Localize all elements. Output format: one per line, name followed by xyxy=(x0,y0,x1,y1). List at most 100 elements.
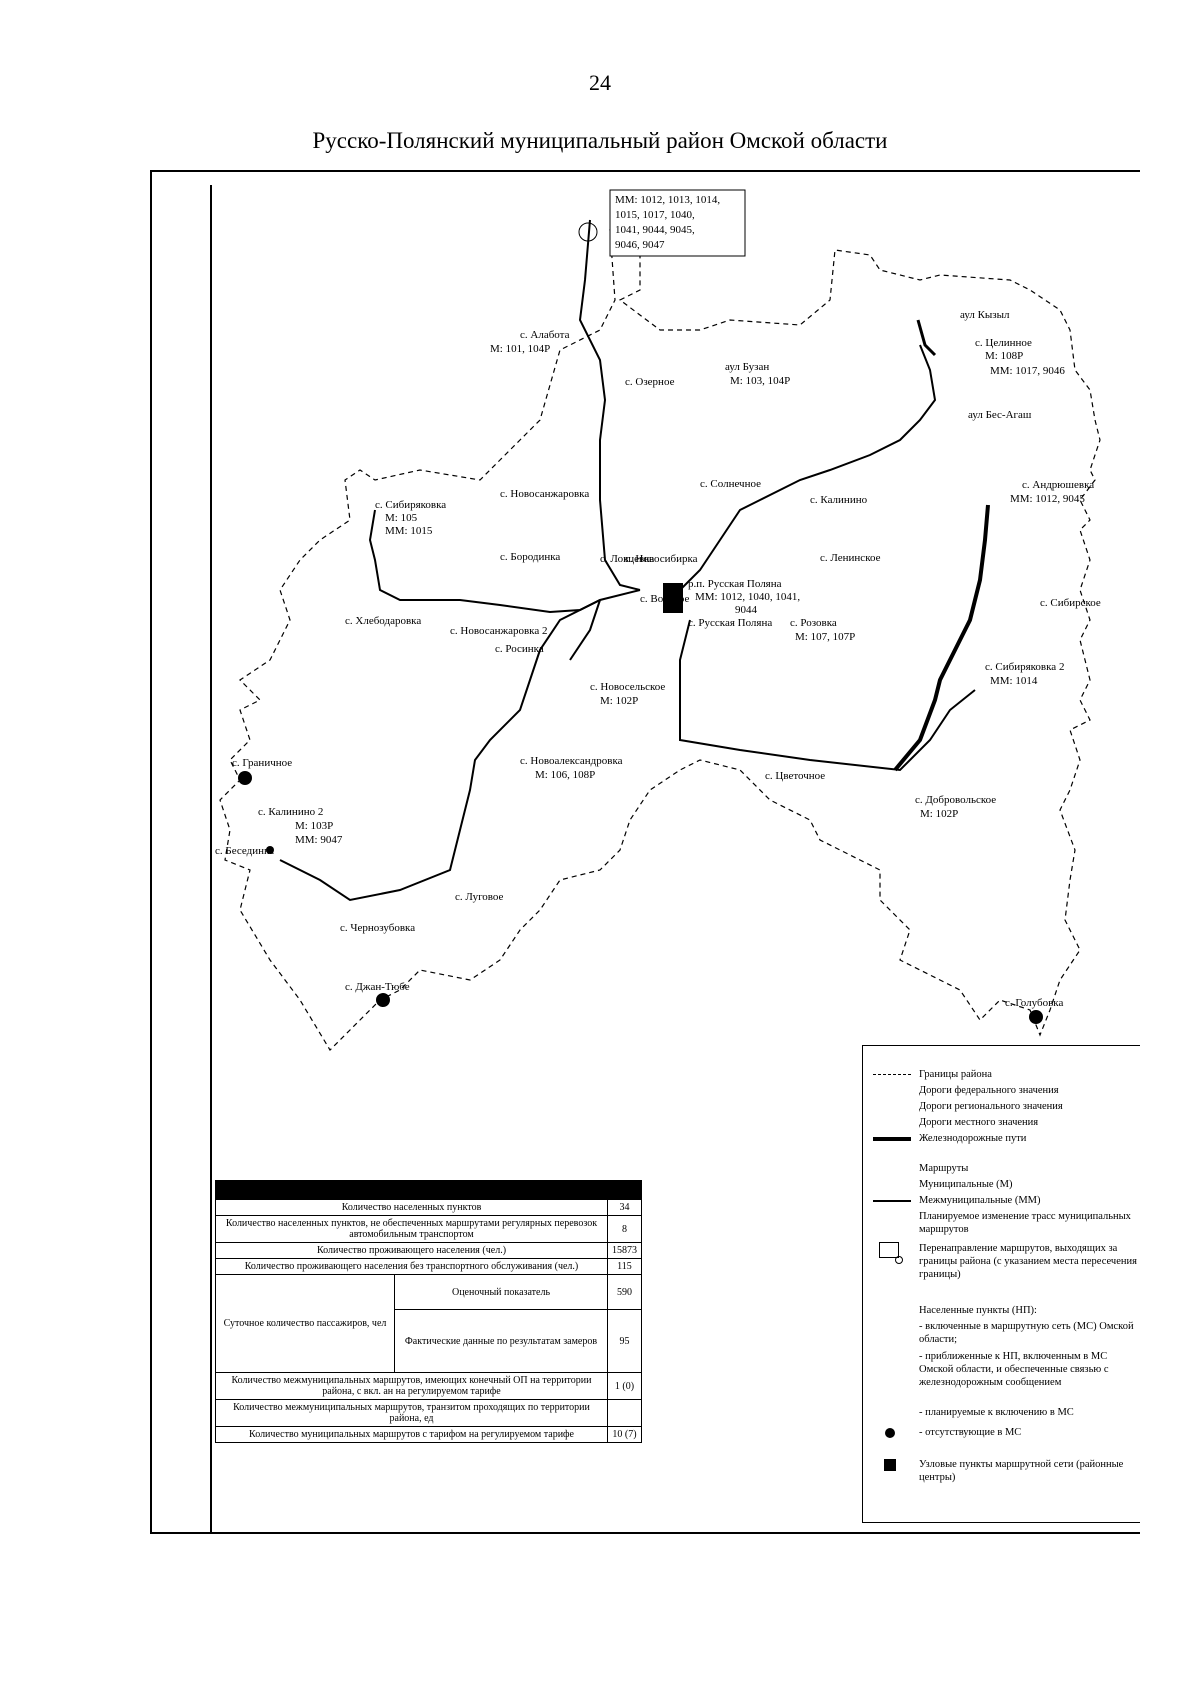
place-label: с. Новосанжаровка xyxy=(500,488,589,500)
place-routes: М: 103, 104Р xyxy=(730,375,790,387)
place-label: с. Ловцевка xyxy=(600,553,654,565)
table-row: Количество муниципальных маршрутов с тар… xyxy=(215,1426,642,1443)
legend-item: Планируемое изменение трасс муниципальны… xyxy=(919,1211,1131,1235)
table-row: Количество проживающего населения без тр… xyxy=(215,1258,642,1275)
district-boundary xyxy=(219,229,1101,1051)
place-label: с. Джан-Тюбе xyxy=(345,981,410,993)
place-label: с. Цветочное xyxy=(765,770,825,782)
place-label: с. Новосельское xyxy=(590,681,665,693)
place-label: р.п. Русская Поляна xyxy=(688,578,782,590)
unserved-settlement-icon xyxy=(1029,1010,1043,1024)
place-routes: М: 105 xyxy=(385,512,418,524)
circle-icon xyxy=(885,1428,895,1438)
legend-item: Населенные пункты (НП): xyxy=(919,1305,1037,1316)
hub-square-icon xyxy=(663,583,683,613)
place-label: с. Чернозубовка xyxy=(340,922,415,934)
place-routes: ММ: 1017, 9046 xyxy=(990,365,1065,377)
callout-line-1: ММ: 1012, 1013, 1014, xyxy=(615,194,720,206)
place-label: с. Новосанжаровка 2 xyxy=(450,625,548,637)
place-label: с. Алабота xyxy=(520,329,570,341)
place-label: с. Сибиряковка 2 xyxy=(985,661,1064,673)
place-label: с. Голубовка xyxy=(1005,997,1063,1009)
place-label: с. Сибирское xyxy=(1040,597,1101,609)
place-routes: М: 103Р xyxy=(295,820,333,832)
legend-item: Межмуниципальные (ММ) xyxy=(871,1194,1141,1208)
square-icon xyxy=(884,1459,896,1471)
page-title: Русско-Полянский муниципальный район Омс… xyxy=(312,128,888,153)
railway xyxy=(893,504,990,772)
table-row: Фактические данные по результатам замеро… xyxy=(216,1309,642,1373)
callout-line-4: 9046, 9047 xyxy=(615,239,665,251)
place-routes: ММ: 1012, 9045 xyxy=(1010,493,1085,505)
place-label: с. Граничное xyxy=(232,757,292,769)
place-routes: М: 102Р xyxy=(600,695,638,707)
legend-item: - включенные в маршрутную сеть (МС) Омск… xyxy=(919,1321,1134,1345)
route-lines xyxy=(279,219,976,902)
place-label: аул Бузан xyxy=(725,361,769,373)
table-row: Количество проживающего населения (чел.)… xyxy=(215,1242,642,1259)
place-routes: 9044 xyxy=(735,604,758,616)
unserved-settlement-icon xyxy=(266,846,274,854)
place-label: с. Добровольское xyxy=(915,794,996,806)
place-routes: М: 108Р xyxy=(985,350,1023,362)
map-legend: Границы района Дороги федерального значе… xyxy=(862,1045,1140,1523)
redirect-box-icon xyxy=(879,1242,899,1258)
place-label: с. Андрюшевка xyxy=(1022,479,1094,491)
stats-header xyxy=(215,1180,642,1200)
legend-item: Перенаправление маршрутов, выходящих за … xyxy=(871,1242,1141,1281)
place-label: с. Новоалександровка xyxy=(520,755,623,767)
table-row: Количество межмуниципальных маршрутов, т… xyxy=(215,1399,642,1427)
table-row: Количество населенных пунктов, не обеспе… xyxy=(215,1215,642,1243)
place-label: с. Розовка xyxy=(790,617,837,629)
place-label: с. Бородинка xyxy=(500,551,560,563)
place-label: с. Калинино 2 xyxy=(258,806,323,818)
place-routes: ММ: 1012, 1040, 1041, xyxy=(695,591,800,603)
map-frame-divider xyxy=(210,185,213,1534)
legend-item: Границы района xyxy=(871,1068,1141,1082)
legend-item: - планируемые к включению в МС xyxy=(919,1407,1074,1418)
legend-item: Дороги федерального значения xyxy=(919,1085,1059,1096)
legend-item: Маршруты xyxy=(919,1163,969,1174)
place-label: с. Калинино xyxy=(810,494,868,506)
legend-item: - приближенные к НП, включенным в МС Омс… xyxy=(919,1351,1109,1388)
place-routes: ММ: 1014 xyxy=(990,675,1038,687)
border-crossing-marker xyxy=(578,222,598,242)
legend-item: Узловые пункты маршрутной сети (районные… xyxy=(871,1458,1141,1484)
place-label: с. Озерное xyxy=(625,376,675,388)
table-row: Количество межмуниципальных маршрутов, и… xyxy=(215,1372,642,1400)
place-routes: М: 102Р xyxy=(920,808,958,820)
railway-east xyxy=(916,319,937,357)
legend-item: Дороги местного значения xyxy=(919,1117,1039,1128)
legend-item: Муниципальные (М) xyxy=(919,1179,1013,1190)
place-routes: М: 106, 108Р xyxy=(535,769,595,781)
place-label: с. Целинное xyxy=(975,337,1032,349)
place-label: с. Бесединка xyxy=(215,845,274,857)
place-label: с. Росинка xyxy=(495,643,544,655)
place-label: с. Русская Поляна xyxy=(688,617,772,629)
place-label: аул Кызыл xyxy=(960,309,1010,321)
unserved-settlement-icon xyxy=(238,771,252,785)
table-row: Суточное количество пассажиров, чел Оцен… xyxy=(215,1274,642,1373)
place-routes: М: 101, 104Р xyxy=(490,343,550,355)
unserved-settlement-icon xyxy=(376,993,390,1007)
place-label: с. Луговое xyxy=(455,891,504,903)
place-label: аул Бес-Агаш xyxy=(968,409,1032,421)
legend-item: Дороги регионального значения xyxy=(919,1101,1063,1112)
place-label: с. Солнечное xyxy=(700,478,761,490)
place-label: с. Сибиряковка xyxy=(375,499,446,511)
callout-line-2: 1015, 1017, 1040, xyxy=(615,209,695,221)
map-frame xyxy=(150,170,1140,1534)
place-routes: ММ: 1015 xyxy=(385,525,433,537)
legend-item: - отсутствующие в МС xyxy=(871,1426,1141,1440)
callout-box xyxy=(609,189,746,257)
place-routes: М: 107, 107Р xyxy=(795,631,855,643)
page-number: 24 xyxy=(589,70,611,95)
place-label: с. Новосибирка xyxy=(625,553,698,565)
place-label: с. Вострое xyxy=(640,593,689,605)
legend-item: Железнодорожные пути xyxy=(871,1132,1141,1146)
place-label: с. Хлебодаровка xyxy=(345,615,421,627)
place-routes: ММ: 9047 xyxy=(295,834,343,846)
